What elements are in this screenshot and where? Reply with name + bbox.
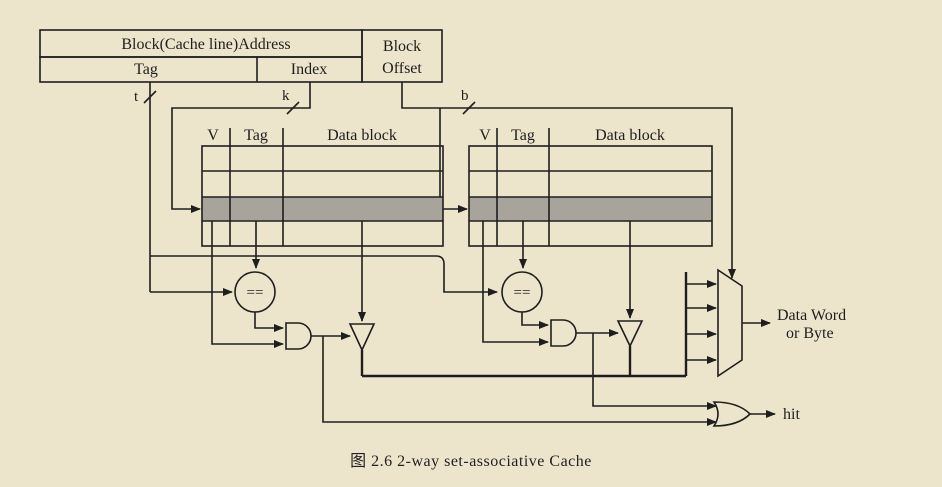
figure-caption: 图 2.6 2-way set-associative Cache <box>350 453 592 470</box>
index-field-label: Index <box>291 61 327 78</box>
way-1-selected-row <box>202 197 443 221</box>
way-2-tristate-buffer <box>616 320 644 348</box>
output-label-line1: Data Word <box>777 307 846 324</box>
way-2-logic: == <box>482 221 717 410</box>
offset-width-label: b <box>461 88 469 104</box>
offset-bus: b <box>401 82 736 279</box>
output-label-line2: or Byte <box>786 325 834 342</box>
hit-or-gate <box>712 401 752 427</box>
way-1-tag-header: Tag <box>244 127 268 144</box>
block-offset-label-line2: Offset <box>382 60 422 77</box>
way-2-valid-header: V <box>479 127 491 144</box>
way-1-logic: == <box>211 221 717 426</box>
tag-field-label: Tag <box>134 61 158 78</box>
block-address-label: Block(Cache line)Address <box>121 36 290 53</box>
way-1-and-gate <box>285 322 312 350</box>
way-2-selected-row <box>469 197 712 221</box>
tag-bus: t <box>134 82 498 296</box>
way-1-comparator-symbol: == <box>247 285 264 301</box>
way-2-data-header: Data block <box>595 127 665 144</box>
way-1-data-header: Data block <box>327 127 397 144</box>
way-2-tag-header: Tag <box>511 127 535 144</box>
tag-width-label: t <box>134 89 139 105</box>
way-2-and-gate <box>550 319 577 347</box>
way-2-comparator-symbol: == <box>514 285 531 301</box>
hit-label: hit <box>783 406 800 423</box>
block-offset-label-line1: Block <box>383 38 421 55</box>
way-1-valid-header: V <box>207 127 219 144</box>
multiplexer <box>717 268 743 378</box>
way-2-array: V Tag Data block <box>468 127 713 247</box>
way-1-tristate-buffer <box>348 323 376 352</box>
way-1-array: V Tag Data block <box>201 127 444 247</box>
data-bus <box>362 272 717 378</box>
index-width-label: k <box>282 88 290 104</box>
address-register: Block(Cache line)Address Tag Index Block… <box>39 29 443 83</box>
